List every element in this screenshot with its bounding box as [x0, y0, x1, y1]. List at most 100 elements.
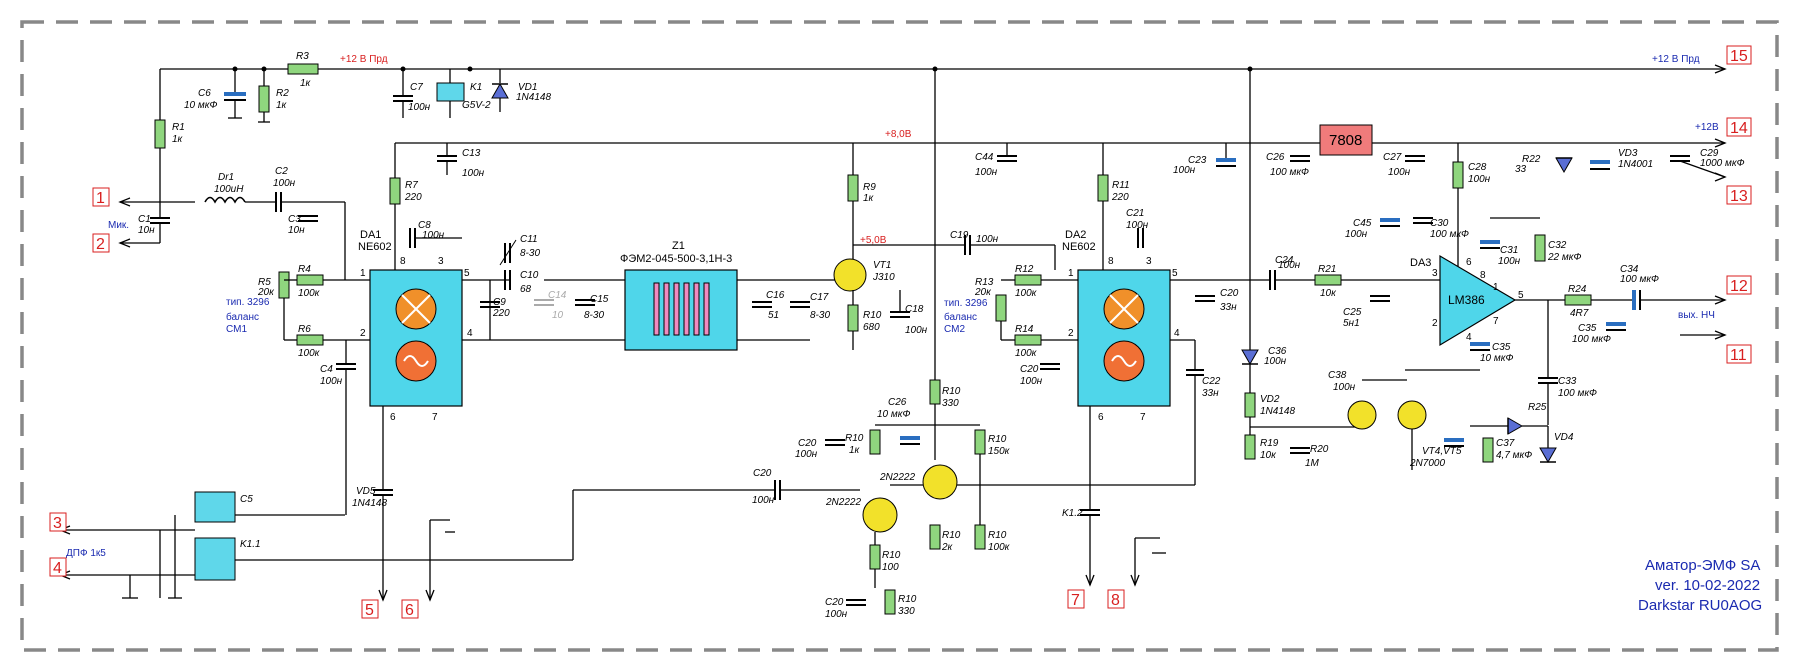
r10-stage-resistor: [847, 304, 859, 332]
k1-2-ref: K1.1: [240, 539, 261, 550]
c19-ref: C19: [950, 230, 969, 241]
c29-ref: VD3: [1618, 148, 1638, 159]
amp-r10a-val: 1к: [849, 445, 861, 456]
connector-1: 1: [92, 187, 110, 207]
c9-val: 220: [492, 308, 510, 319]
c9-ref: C9: [493, 297, 506, 308]
c31-val: 100 мкФ: [1430, 229, 1469, 240]
r10-ref: R10: [863, 310, 882, 321]
r10e-resistor: [869, 544, 881, 570]
vt4vt5-ref: C38: [1328, 370, 1347, 381]
amp-r10top-val: 330: [942, 398, 959, 409]
r19-val: 1N4148: [1260, 406, 1295, 417]
connector-11: 11: [1726, 344, 1752, 364]
da1-pin6: 6: [390, 412, 396, 423]
r14-val: 100к: [1015, 348, 1038, 359]
c28-val: 100н: [1388, 167, 1411, 178]
z1-ref: Z1: [672, 240, 685, 252]
da1-part: NE602: [358, 241, 392, 253]
bal1-type: тип. 3296: [226, 297, 270, 308]
c22-val: 33н: [1220, 302, 1237, 313]
da1-pin5: 5: [464, 268, 470, 279]
c44-val: 100н: [975, 167, 998, 178]
r1-ref: R1: [172, 122, 185, 133]
c17-ref: C17: [810, 292, 829, 303]
c38-ref: R20: [1310, 444, 1329, 455]
c30-ref: C45: [1353, 218, 1372, 229]
r7-resistor: [389, 177, 401, 205]
dr1-ref: Dr1: [218, 172, 234, 183]
dpf-label: ДПФ 1к5: [66, 548, 106, 559]
q1-transistor: [862, 497, 898, 533]
r4-resistor: [296, 274, 324, 286]
rail-5v-label: +5,0В: [860, 235, 887, 246]
c6-val: 10 мкФ: [184, 100, 217, 111]
connector-15: 15: [1726, 45, 1752, 65]
c28-ref: C27: [1383, 152, 1402, 163]
c11-val: 8-30: [520, 248, 540, 259]
r13-ref: R13: [975, 277, 994, 288]
da3-pin5: 5: [1518, 290, 1524, 301]
da1-pin1: 1: [360, 268, 366, 279]
r20-ref: R19: [1260, 438, 1279, 449]
rail-12v-label: +12В: [1695, 122, 1719, 133]
svg-text:1: 1: [96, 190, 105, 207]
title-line-3: Darkstar RU0AOG: [1638, 597, 1762, 614]
vt4vt5-val: 100н: [1333, 382, 1356, 393]
amp-c20b-val: 100н: [752, 495, 775, 506]
amp-q2: 2N2222: [879, 472, 915, 483]
r11-val: 220: [1111, 192, 1129, 203]
r9-resistor: [847, 174, 859, 202]
bal2-b: СМ2: [944, 324, 965, 335]
vd2-ref: C36: [1268, 346, 1287, 357]
c34-val: 100 мкФ: [1620, 274, 1659, 285]
r10a-resistor: [869, 429, 881, 455]
vt1-transistor: [833, 258, 867, 292]
r9-val: 1к: [863, 193, 875, 204]
r3-ref: R3: [296, 51, 309, 62]
c15-val: 8-30: [584, 310, 604, 321]
r4-val: 100к: [298, 288, 321, 299]
svg-text:4: 4: [53, 560, 62, 577]
r20-val: 10к: [1260, 450, 1277, 461]
c16-ref: C16: [766, 290, 785, 301]
r5-ref: R5: [258, 277, 271, 288]
rail-8v: +8,0В +12В: [395, 122, 1727, 148]
r5-val: 20к: [257, 287, 275, 298]
c31-ref: C30: [1430, 218, 1449, 229]
da3-pin2: 2: [1432, 318, 1438, 329]
r20-resistor: [1244, 434, 1256, 460]
connector-5: 5: [361, 599, 379, 619]
z1-resonators: [653, 282, 710, 336]
amp-r10b-ref: R10: [988, 434, 1007, 445]
r21-val: 10к: [1320, 288, 1337, 299]
vt1-val: J310: [872, 272, 895, 283]
c32-val: 100н: [1498, 256, 1521, 267]
r21-ref: R21: [1318, 264, 1336, 275]
r24-val: 4R7: [1570, 308, 1589, 319]
r19-ref: VD2: [1260, 394, 1280, 405]
da2-pin2: 2: [1068, 328, 1074, 339]
r1-val: 1к: [172, 134, 184, 145]
svg-text:8: 8: [1111, 592, 1120, 609]
da2-pin5: 5: [1172, 268, 1178, 279]
r7-val: 220: [404, 192, 422, 203]
amp-q1: 2N2222: [825, 497, 861, 508]
c37-val: 2N7000: [1409, 458, 1445, 469]
c35-ref: C35: [1578, 323, 1597, 334]
amp-r10f-val: 330: [898, 606, 915, 617]
vd3-ref: R22: [1522, 154, 1541, 165]
da2-pin8: 8: [1108, 256, 1114, 267]
vd3-val: 33: [1515, 164, 1527, 175]
connector-12: 12: [1726, 275, 1752, 295]
c36-val: 100 мкФ: [1558, 388, 1597, 399]
rail-12v-tx: +12 В Прд +12 В Прд: [160, 54, 1727, 74]
svg-text:7: 7: [1071, 592, 1080, 609]
c15-ref: C15: [590, 294, 609, 305]
amp-c26b-val: 10 мкФ: [877, 409, 910, 420]
svg-text:12: 12: [1730, 278, 1748, 295]
c18-ref: C18: [905, 304, 924, 315]
da1-pin3: 3: [438, 256, 444, 267]
amp-r10f-ref: R10: [898, 594, 917, 605]
title-line-2: ver. 10-02-2022: [1655, 577, 1760, 594]
